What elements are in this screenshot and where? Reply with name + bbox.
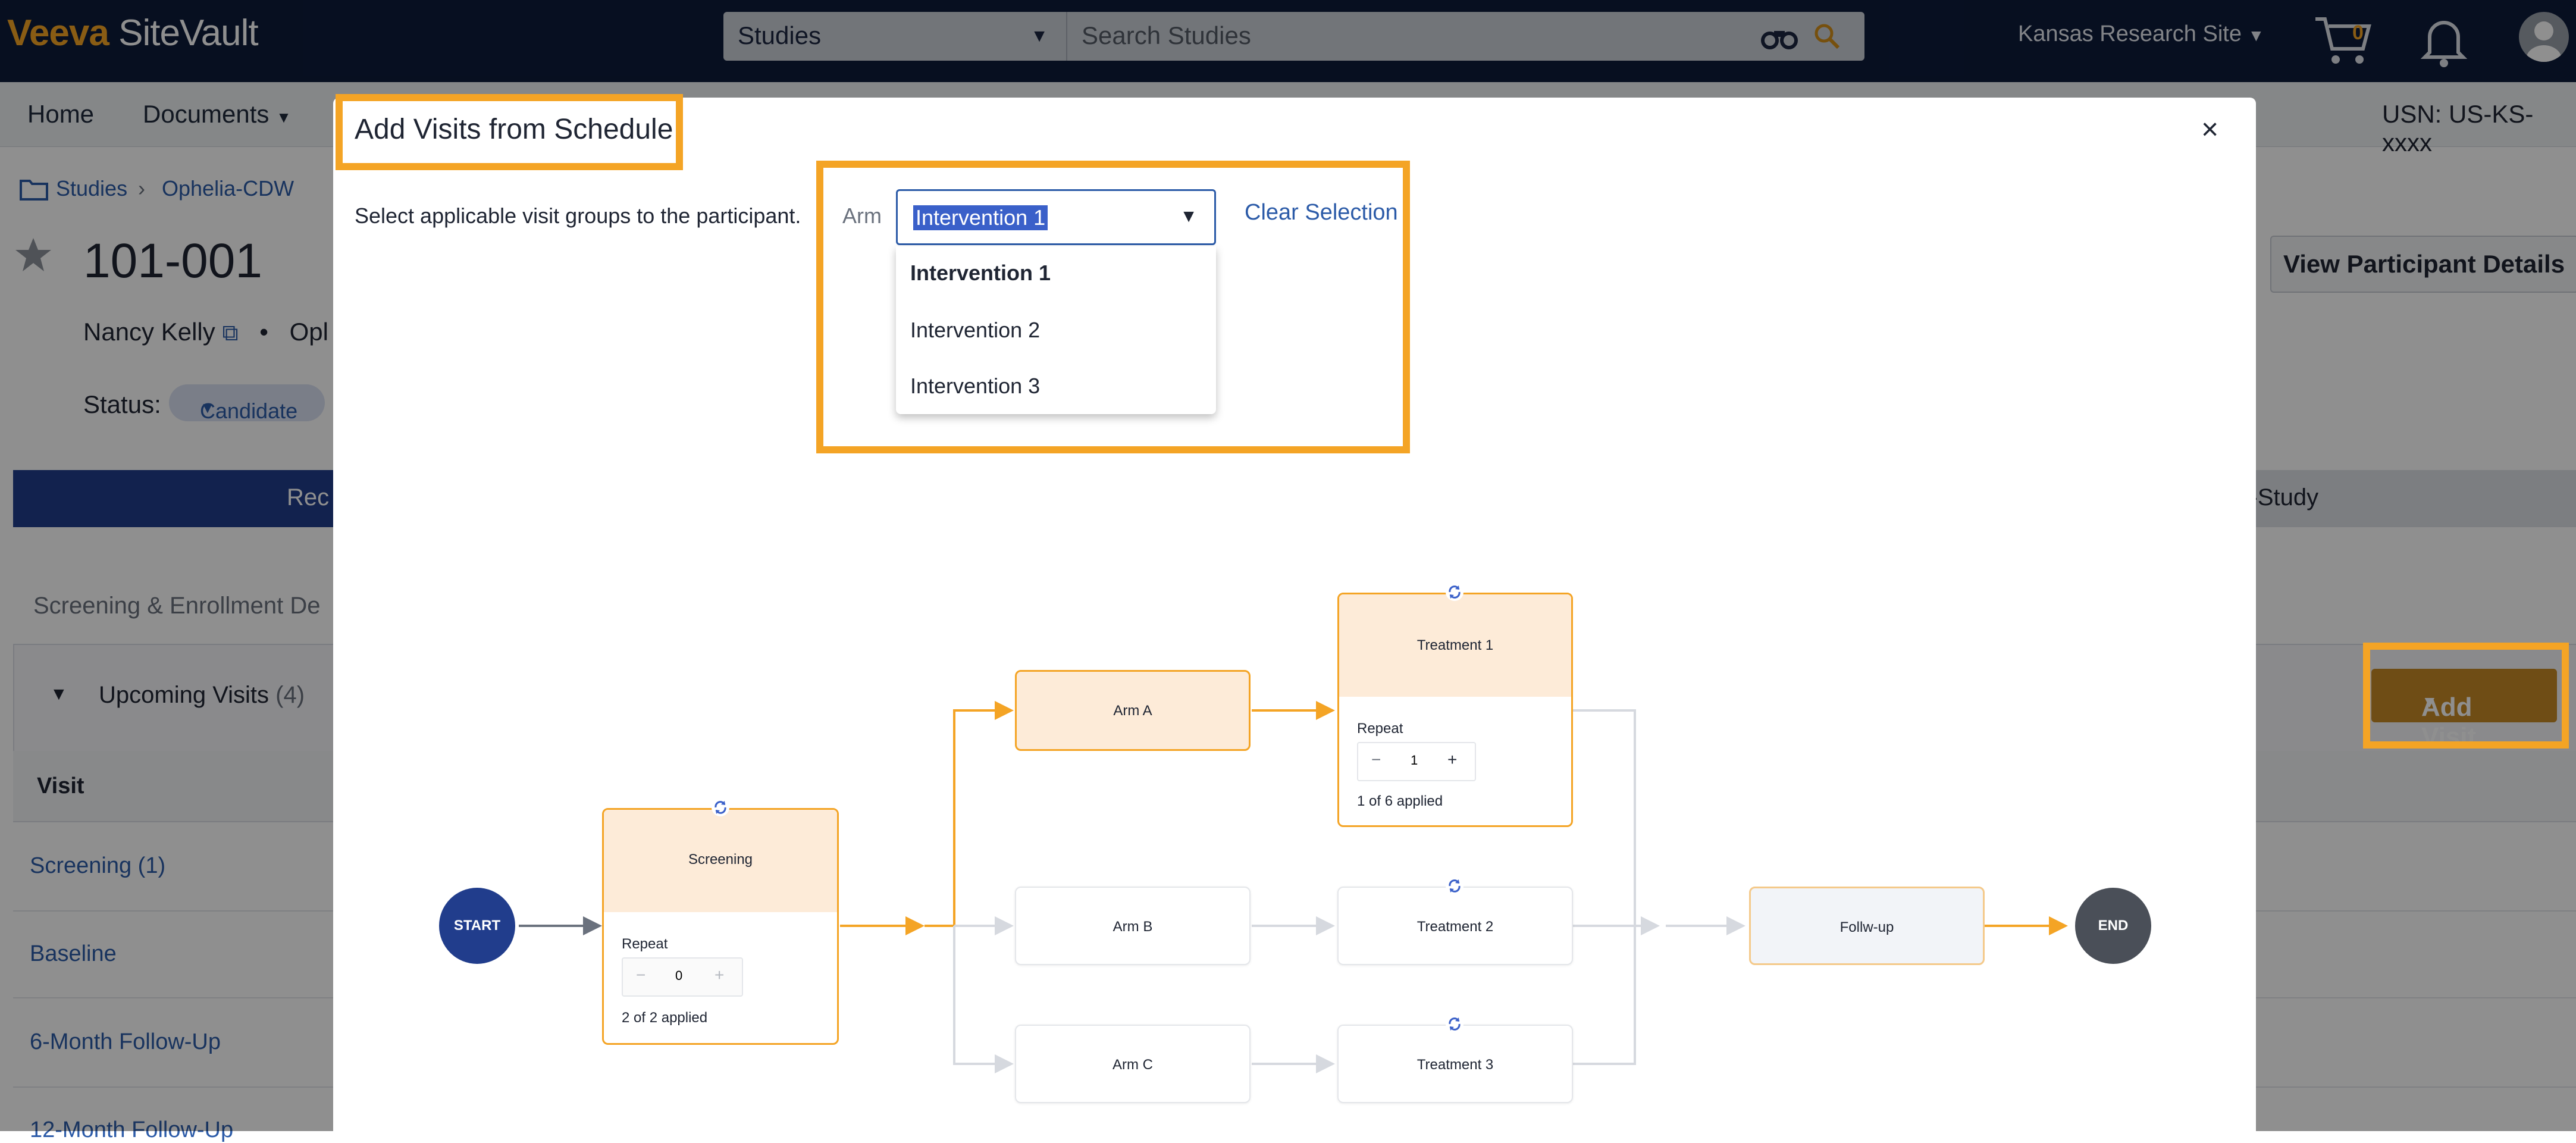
nav-home[interactable]: Home [27,100,95,128]
cart-count: 0 [2352,21,2364,44]
bell-icon[interactable] [2420,14,2468,68]
end-node: END [2075,888,2151,964]
upcoming-visits-label: Upcoming Visits (4) [99,682,305,708]
highlight-arm-select [816,161,1410,453]
participant-name[interactable]: Nancy Kelly ⧉ • Opl [83,318,328,346]
search-input[interactable]: Search Studies [1066,12,1864,61]
breadcrumb-study[interactable]: Ophelia-CDW [162,176,294,201]
participant-id: 101-001 [83,234,262,288]
status-badge[interactable]: Candidate ▼ [169,384,325,423]
breadcrumb-separator: › [138,176,145,201]
start-node: START [439,888,515,964]
modal-title: Add Visits from Schedule [355,114,673,145]
search-icon[interactable] [1812,21,1842,51]
add-visit-button[interactable]: Add Visit ▼ [2371,669,2557,751]
veeva-sitevault-logo[interactable]: Veeva SiteVault [7,12,259,54]
sync-icon [1446,583,1464,601]
treatment3-node[interactable]: Treatment 3 [1337,1025,1573,1103]
folder-icon [20,180,48,201]
binoculars-icon[interactable] [1761,25,1798,50]
user-avatar[interactable] [2519,12,2569,62]
arm-select[interactable]: Intervention 1 ▼ [896,189,1216,245]
visit-row-link[interactable]: Baseline [30,941,117,966]
chevron-down-icon: ▼ [1030,26,1048,46]
chevron-down-icon: ▼ [200,399,215,417]
search-category-select[interactable]: Studies ▼ [723,12,1066,61]
screening-card[interactable]: Screening Repeat − 0 + 2 of 2 applied [602,808,839,1045]
section-screening-enrollment[interactable]: Screening & Enrollment De [33,593,321,619]
view-participant-details-button[interactable]: View Participant Details [2270,236,2576,293]
top-bar: Veeva SiteVault Studies ▼ Search Studies… [0,0,2576,82]
participant-study: Opl [289,318,328,346]
arm-c-node[interactable]: Arm C [1015,1025,1251,1103]
screening-repeat-stepper[interactable]: − 0 + [622,957,743,997]
highlight-modal-title [336,94,683,170]
treatment1-repeat-stepper[interactable]: − 1 + [1357,742,1476,781]
collapse-caret-icon[interactable]: ▼ [50,684,68,704]
site-selector[interactable]: Kansas Research Site ▼ [2018,21,2265,46]
increment-button[interactable]: + [1447,750,1458,769]
chevron-down-icon: ▼ [2248,26,2265,45]
sync-icon [1446,1015,1464,1033]
followup-node[interactable]: Follw-up [1749,887,1985,965]
clear-selection-link[interactable]: Clear Selection [1245,200,1398,225]
schedule-diagram [519,701,2068,1073]
treatment2-node[interactable]: Treatment 2 [1337,887,1573,965]
increment-button[interactable]: + [714,966,725,984]
arm-option[interactable]: Intervention 2 [910,318,1041,342]
chevron-down-icon: ▼ [1180,206,1198,226]
arm-a-node[interactable]: Arm A [1015,670,1251,751]
arm-option[interactable]: Intervention 3 [910,374,1041,398]
modal-instruction: Select applicable visit groups to the pa… [355,203,801,228]
nav-documents[interactable]: Documents ▼ [143,100,292,128]
add-visits-modal: START END Screening Repeat − 0 + 2 of 2 … [333,98,2256,1131]
close-icon[interactable]: × [2201,112,2219,146]
highlight-add-visit [2363,643,2569,749]
cart-icon[interactable]: 0 [2313,13,2373,67]
connector [1573,709,1636,1065]
connector [953,926,1014,1073]
decrement-button[interactable]: − [1371,750,1381,769]
visit-row-link[interactable]: Screening (1) [30,853,166,878]
treatment1-card[interactable]: Treatment 1 Repeat − 1 + 1 of 6 applied [1337,593,1573,827]
visit-row-link[interactable]: 6-Month Follow-Up [30,1029,221,1054]
arm-option[interactable]: Intervention 1 [910,261,1051,285]
connector [925,701,1014,927]
status-label: Status: [83,390,161,418]
chevron-down-icon: ▼ [276,108,292,126]
sync-icon [1446,877,1464,895]
arm-label: Arm [842,203,882,228]
usn-label: USN: US-KS-xxxx [2382,100,2534,156]
arm-dropdown-menu: Intervention 1 Intervention 2 Interventi… [896,246,1216,414]
sync-icon [712,798,729,816]
decrement-button[interactable]: − [636,966,646,984]
arm-b-node[interactable]: Arm B [1015,887,1251,965]
chevron-down-icon: ▼ [2421,693,2438,711]
external-link-icon[interactable]: ⧉ [222,321,239,346]
star-icon[interactable] [14,236,52,274]
breadcrumb-studies[interactable]: Studies [56,176,128,201]
